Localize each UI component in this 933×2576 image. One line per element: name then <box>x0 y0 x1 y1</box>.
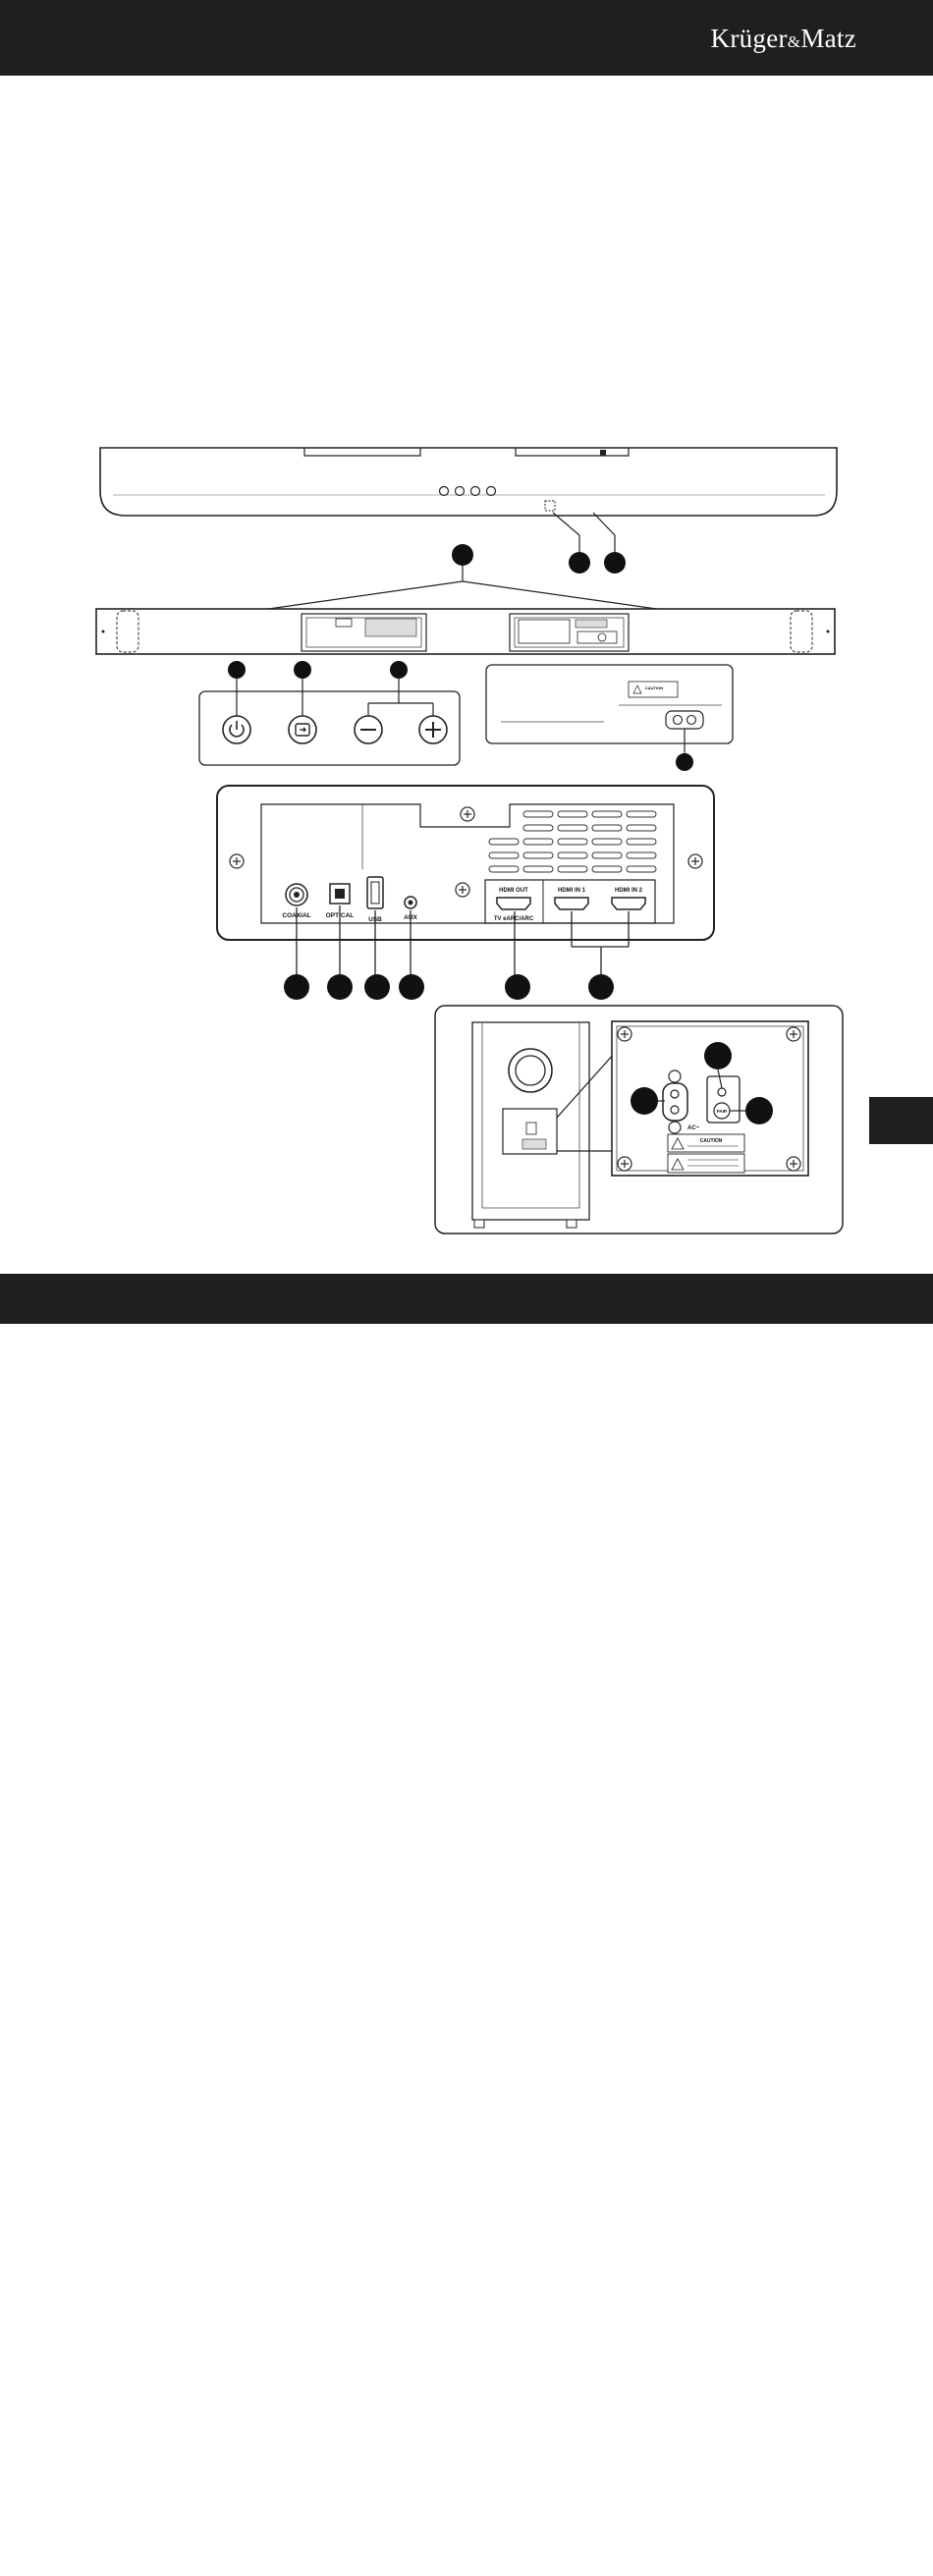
svg-text:HDMI IN 2: HDMI IN 2 <box>615 888 643 894</box>
callout-marker <box>452 544 473 566</box>
page-number-box <box>792 2549 858 2576</box>
hdmi-in-2-port: HDMI IN 2 <box>612 888 645 909</box>
subwoofer-detail: AC~ PAIR CAUTION <box>435 1006 843 1233</box>
callout-marker <box>745 1097 773 1124</box>
svg-text:CAUTION: CAUTION <box>700 1138 723 1144</box>
volume-up-button <box>419 716 447 743</box>
section-tab <box>869 1097 933 1144</box>
callout-marker <box>284 974 309 1000</box>
power-button <box>223 716 250 743</box>
hdmi-out-port: HDMI OUT TV eARC/ARC <box>494 888 534 922</box>
callout-marker <box>704 1042 732 1069</box>
callout-marker <box>604 552 626 574</box>
connector-panel: COAXIAL OPTICAL USB AUX HDMI OUT TV eARC… <box>217 786 714 1000</box>
soundbar-rear-view <box>96 544 835 654</box>
callout-marker <box>588 974 614 1000</box>
callout-marker <box>390 661 408 679</box>
callout-marker <box>631 1087 658 1115</box>
callout-marker <box>294 661 311 679</box>
callout-marker <box>399 974 424 1000</box>
callout-marker <box>505 974 530 1000</box>
control-buttons-detail <box>199 661 460 765</box>
svg-text:CAUTION: CAUTION <box>645 685 663 690</box>
svg-text:PAIR: PAIR <box>717 1109 728 1114</box>
power-socket-detail: CAUTION <box>486 665 733 771</box>
svg-text:AC~: AC~ <box>687 1125 700 1131</box>
svg-text:HDMI OUT: HDMI OUT <box>499 888 528 894</box>
page-footer <box>0 1274 933 1324</box>
hdmi-in-1-port: HDMI IN 1 <box>555 888 588 909</box>
svg-text:TV eARC/ARC: TV eARC/ARC <box>494 916 534 922</box>
product-diagram: CAUTION COAXIAL OPTICAL <box>0 0 933 1324</box>
callout-marker <box>676 753 693 771</box>
callout-marker <box>228 661 246 679</box>
svg-text:HDMI IN 1: HDMI IN 1 <box>558 888 586 894</box>
callout-marker <box>569 552 590 574</box>
volume-down-button <box>355 716 382 743</box>
callout-marker <box>327 974 353 1000</box>
callout-marker <box>364 974 390 1000</box>
source-button <box>289 716 316 743</box>
pair-control: PAIR <box>707 1076 740 1123</box>
